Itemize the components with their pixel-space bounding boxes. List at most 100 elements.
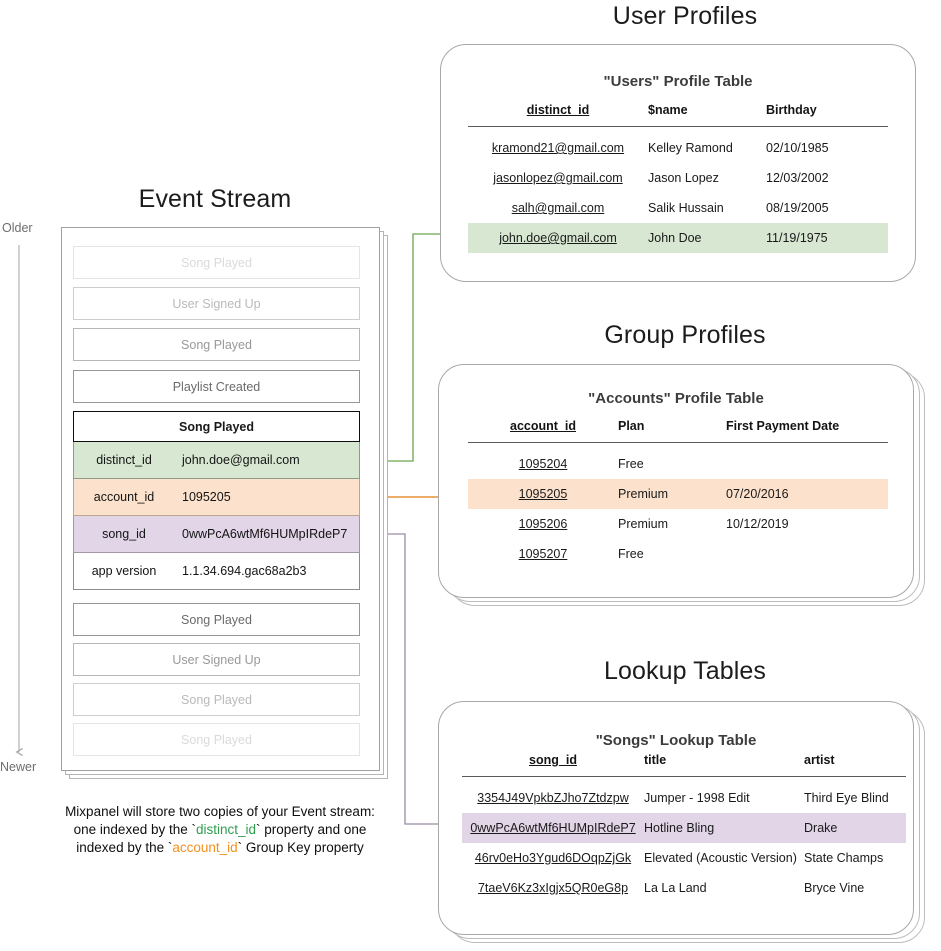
cell-song-id: 0wwPcA6wtMf6HUMpIRdeP7 xyxy=(462,813,644,843)
cell-birthday: 08/19/2005 xyxy=(766,201,829,215)
caption-line-3-pre: indexed by the ` xyxy=(76,840,173,855)
caption-line-3-post: ` Group Key property xyxy=(237,840,364,855)
property-value: 1095205 xyxy=(182,490,231,504)
table-row[interactable]: 7taeV6Kz3xIgjx5QR0eG8p La La Land Bryce … xyxy=(462,873,906,903)
column-header-first-payment-date: First Payment Date xyxy=(726,419,840,433)
event-stream-caption: Mixpanel will store two copies of your E… xyxy=(25,803,415,857)
cell-title: Hotline Bling xyxy=(644,813,804,843)
cell-first-payment-date: 07/20/2016 xyxy=(726,479,888,509)
table-row[interactable]: 3354J49VpkbZJho7Ztdzpw Jumper - 1998 Edi… xyxy=(462,777,906,814)
group-profiles-title: Group Profiles xyxy=(604,321,766,349)
user-profiles-title: User Profiles xyxy=(612,2,758,30)
table-header-row: distinct_id $name Birthday xyxy=(468,103,888,127)
event-property-account-id[interactable]: account_id 1095205 xyxy=(73,479,360,516)
cell-title: La La Land xyxy=(644,881,707,895)
property-key: distinct_id xyxy=(96,453,152,467)
cell-artist: Drake xyxy=(804,813,906,843)
cell-account-id: 1095207 xyxy=(518,547,568,561)
table-row[interactable]: 1095204 Free xyxy=(468,443,888,480)
cell-distinct-id: john.doe@gmail.com xyxy=(468,223,648,253)
property-key: account_id xyxy=(93,490,155,504)
cell-distinct-id: kramond21@gmail.com xyxy=(491,141,625,155)
caption-line-1: Mixpanel will store two copies of your E… xyxy=(65,804,375,819)
event-label: Song Played xyxy=(181,255,252,270)
column-header-title: title xyxy=(644,753,667,767)
event-label: Song Played xyxy=(181,337,252,352)
songs-lookup-table: song_id title artist 3354J49VpkbZJho7Ztd… xyxy=(462,753,906,903)
table-row[interactable]: 46rv0eHo3Ygud6DOqpZjGk Elevated (Acousti… xyxy=(462,843,906,873)
event-card[interactable]: Song Played xyxy=(73,246,360,279)
table-row[interactable]: jasonlopez@gmail.com Jason Lopez 12/03/2… xyxy=(468,163,888,193)
property-value: 1.1.34.694.gac68a2b3 xyxy=(182,564,307,578)
lookup-tables-title: Lookup Tables xyxy=(603,657,767,685)
cell-account-id: 1095205 xyxy=(468,479,618,509)
cell-plan: Premium xyxy=(618,479,726,509)
cell-name: Jason Lopez xyxy=(648,171,719,185)
column-header-artist: artist xyxy=(804,753,835,767)
cell-plan: Premium xyxy=(618,517,669,531)
table-header-row: account_id Plan First Payment Date xyxy=(468,419,888,443)
caption-line-2-pre: one indexed by the ` xyxy=(73,822,196,837)
accounts-profile-table: account_id Plan First Payment Date 10952… xyxy=(468,419,888,569)
event-card[interactable]: User Signed Up xyxy=(73,287,360,320)
songs-table-title: "Songs" Lookup Table xyxy=(595,732,757,749)
event-card[interactable]: Playlist Created xyxy=(73,370,360,403)
event-property-song-id[interactable]: song_id 0wwPcA6wtMf6HUMpIRdeP7 xyxy=(73,516,360,553)
cell-account-id: 1095206 xyxy=(518,517,568,531)
cell-song-id: 7taeV6Kz3xIgjx5QR0eG8p xyxy=(477,881,629,895)
column-header-account-id: account_id xyxy=(510,419,576,433)
event-stream-title: Event Stream xyxy=(138,185,292,213)
event-card-focused[interactable]: Song Played xyxy=(73,411,360,442)
users-table-title: "Users" Profile Table xyxy=(603,73,753,90)
cell-artist: State Champs xyxy=(804,851,884,865)
event-card[interactable]: Song Played xyxy=(73,328,360,361)
cell-first-payment-date: 10/12/2019 xyxy=(726,517,789,531)
event-label: Song Played xyxy=(181,692,252,707)
property-key: song_id xyxy=(102,527,146,541)
column-header-distinct-id: distinct_id xyxy=(526,103,590,117)
event-label: Song Played xyxy=(181,732,252,747)
cell-distinct-id: salh@gmail.com xyxy=(511,201,605,215)
cell-plan: Free xyxy=(618,547,644,561)
event-property-distinct-id[interactable]: distinct_id john.doe@gmail.com xyxy=(73,442,360,479)
table-row-highlighted[interactable]: 1095205 Premium 07/20/2016 xyxy=(468,479,888,509)
table-row-highlighted[interactable]: john.doe@gmail.com John Doe 11/19/1975 xyxy=(468,223,888,253)
cell-plan: Free xyxy=(618,457,644,471)
event-label: User Signed Up xyxy=(172,296,261,311)
cell-distinct-id: jasonlopez@gmail.com xyxy=(493,171,623,185)
cell-artist: Third Eye Blind xyxy=(804,791,889,805)
cell-first-payment-date xyxy=(726,539,888,569)
cell-song-id: 46rv0eHo3Ygud6DOqpZjGk xyxy=(474,851,632,865)
event-card[interactable]: Song Played xyxy=(73,603,360,636)
column-header-name: $name xyxy=(648,103,688,117)
axis-label-newer: Newer xyxy=(0,760,37,774)
event-label: Song Played xyxy=(178,419,255,434)
caption-line-2-post: ` property and one xyxy=(256,822,367,837)
event-card[interactable]: User Signed Up xyxy=(73,643,360,676)
property-value: john.doe@gmail.com xyxy=(182,453,300,467)
caption-line-3: indexed by the `account_id` Group Key pr… xyxy=(25,839,415,857)
property-key: app version xyxy=(91,564,157,578)
table-row[interactable]: salh@gmail.com Salik Hussain 08/19/2005 xyxy=(468,193,888,223)
event-property-app-version[interactable]: app version 1.1.34.694.gac68a2b3 xyxy=(73,553,360,590)
cell-account-id: 1095204 xyxy=(518,457,568,471)
table-header-row: song_id title artist xyxy=(462,753,906,777)
table-row[interactable]: 1095206 Premium 10/12/2019 xyxy=(468,509,888,539)
cell-artist: Bryce Vine xyxy=(804,881,865,895)
event-label: Song Played xyxy=(181,612,252,627)
cell-birthday: 11/19/1975 xyxy=(766,223,888,253)
cell-song-id: 3354J49VpkbZJho7Ztdzpw xyxy=(477,791,629,805)
table-row[interactable]: kramond21@gmail.com Kelley Ramond 02/10/… xyxy=(468,127,888,164)
cell-name: John Doe xyxy=(648,223,766,253)
table-row[interactable]: 1095207 Free xyxy=(468,539,888,569)
event-card[interactable]: Song Played xyxy=(73,723,360,756)
users-profile-table: distinct_id $name Birthday kramond21@gma… xyxy=(468,103,888,253)
property-value: 0wwPcA6wtMf6HUMpIRdeP7 xyxy=(182,527,348,541)
table-row-highlighted[interactable]: 0wwPcA6wtMf6HUMpIRdeP7 Hotline Bling Dra… xyxy=(462,813,906,843)
accounts-table-title: "Accounts" Profile Table xyxy=(588,390,764,407)
axis-label-older: Older xyxy=(2,221,33,235)
event-card[interactable]: Song Played xyxy=(73,683,360,716)
caption-account-id-token: account_id xyxy=(172,840,238,855)
caption-line-2: one indexed by the `distinct_id` propert… xyxy=(25,821,415,839)
